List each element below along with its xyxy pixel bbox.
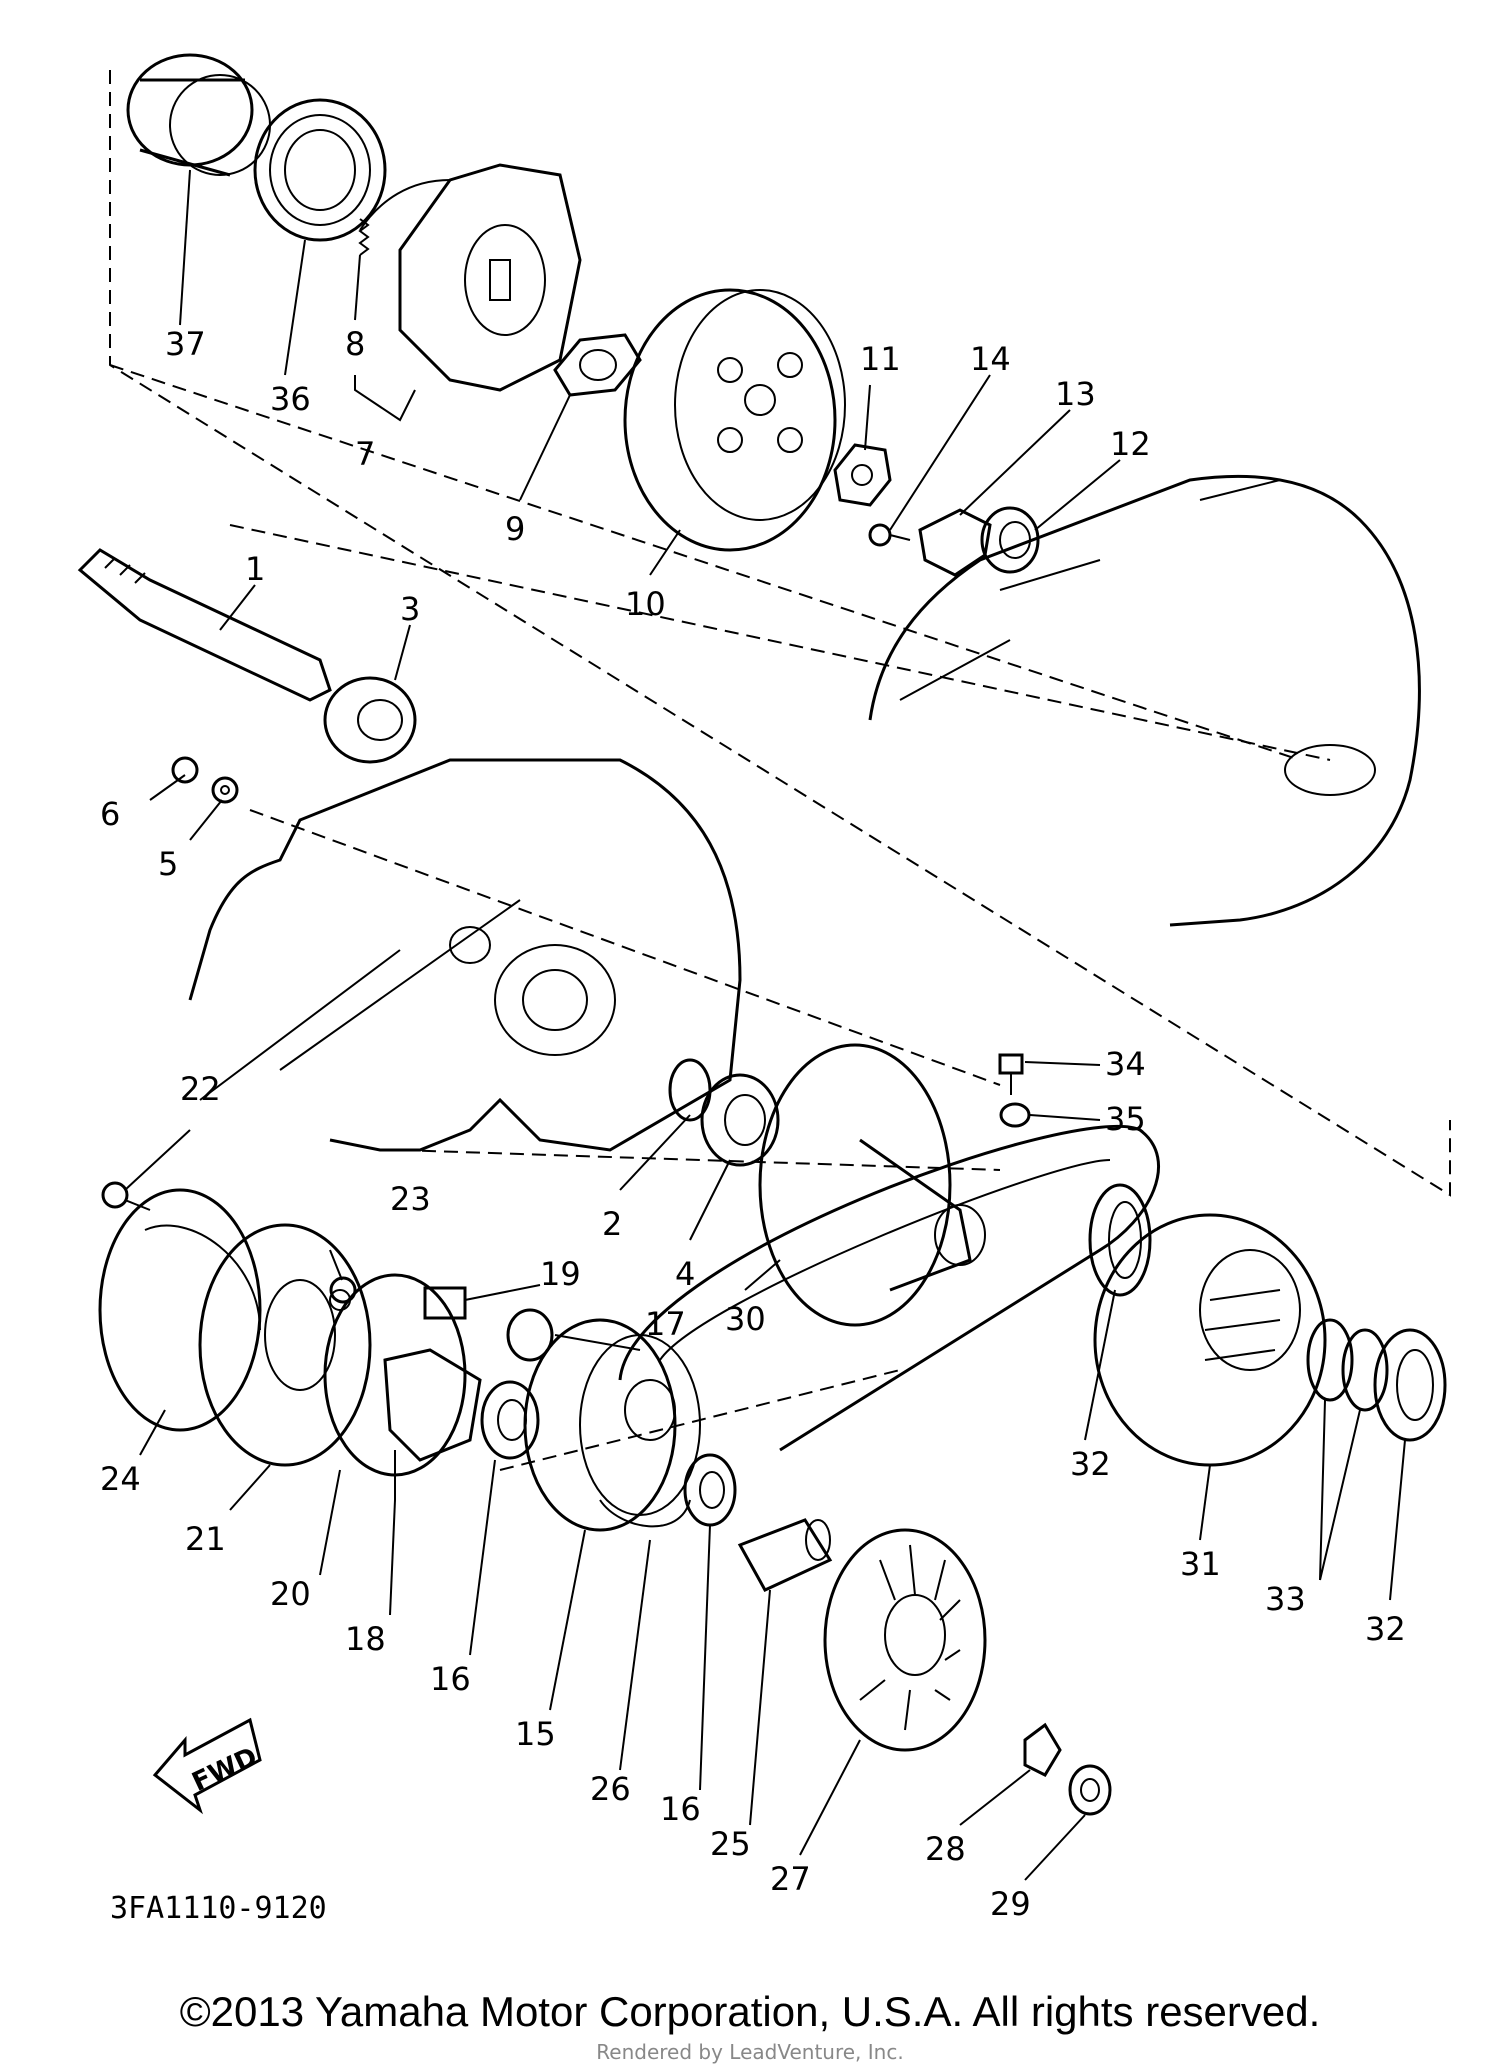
label-35: 35 bbox=[1105, 1100, 1146, 1138]
label-11: 11 bbox=[860, 340, 901, 378]
leader-lines bbox=[124, 169, 1406, 1881]
label-24: 24 bbox=[100, 1460, 141, 1498]
label-28: 28 bbox=[925, 1830, 966, 1868]
fwd-label: FWD bbox=[188, 1742, 262, 1798]
part-1-shaft bbox=[77, 548, 332, 702]
rendered-by-watermark: Rendered by LeadVenture, Inc. bbox=[596, 2040, 904, 2064]
part-13-plate bbox=[918, 508, 992, 577]
label-36: 36 bbox=[270, 380, 311, 418]
label-37: 37 bbox=[165, 325, 206, 363]
label-30: 30 bbox=[725, 1300, 766, 1338]
part-labels: 37 36 8 7 9 10 11 14 13 12 1 3 6 5 34 35… bbox=[100, 325, 1406, 1923]
part-6-bolt bbox=[171, 756, 199, 784]
label-7: 7 bbox=[355, 435, 375, 473]
label-20: 20 bbox=[270, 1575, 311, 1613]
part-26-weights bbox=[599, 1499, 691, 1528]
part-20-o-ring bbox=[323, 1273, 467, 1477]
part-3-bearing bbox=[323, 676, 417, 764]
drawing-code: 3FA1110-9120 bbox=[110, 1891, 327, 1926]
part-18-primary-sheave-plate bbox=[383, 1348, 482, 1500]
label-1: 1 bbox=[245, 550, 265, 588]
label-23: 23 bbox=[390, 1180, 431, 1218]
part-32-oil-seal-lower bbox=[1373, 1328, 1447, 1442]
label-2: 2 bbox=[602, 1205, 622, 1243]
part-14-screw bbox=[868, 523, 911, 547]
label-25: 25 bbox=[710, 1825, 751, 1863]
part-31-fixed-sheave bbox=[1093, 1213, 1327, 1467]
label-27: 27 bbox=[770, 1860, 811, 1898]
part-25-spacer bbox=[737, 1518, 833, 1592]
copyright-notice: ©2013 Yamaha Motor Corporation, U.S.A. A… bbox=[179, 1988, 1321, 2035]
label-31: 31 bbox=[1180, 1545, 1221, 1583]
part-30-secondary-sheave bbox=[758, 1043, 986, 1327]
part-4-oil-seal bbox=[700, 1073, 780, 1167]
label-21: 21 bbox=[185, 1520, 226, 1558]
label-5: 5 bbox=[158, 845, 178, 883]
crankcase bbox=[188, 758, 742, 1152]
label-9: 9 bbox=[505, 510, 525, 548]
label-10: 10 bbox=[625, 585, 666, 623]
part-8-small-spring bbox=[358, 218, 370, 256]
label-34: 34 bbox=[1105, 1045, 1146, 1083]
part-35-collar bbox=[999, 1102, 1031, 1128]
label-12: 12 bbox=[1110, 425, 1151, 463]
part-7-clutch-carrier bbox=[359, 163, 582, 392]
part-22-bolt bbox=[101, 1181, 151, 1211]
fwd-arrow-icon: FWD bbox=[152, 1717, 262, 1815]
part-15-primary-sliding-sheave bbox=[523, 1318, 701, 1532]
crankcase-cover bbox=[868, 474, 1421, 927]
part-17-roller bbox=[506, 1308, 554, 1362]
label-32-lower: 32 bbox=[1365, 1610, 1406, 1648]
part-11-nut bbox=[833, 443, 892, 507]
part-37-outer-cylinder bbox=[126, 53, 271, 177]
part-28-washer bbox=[1023, 1722, 1062, 1777]
label-16-right: 16 bbox=[660, 1790, 701, 1828]
label-15: 15 bbox=[515, 1715, 556, 1753]
label-4: 4 bbox=[675, 1255, 695, 1293]
label-33: 33 bbox=[1265, 1580, 1306, 1618]
assembly-guide-lines bbox=[109, 70, 1451, 1471]
label-19: 19 bbox=[540, 1255, 581, 1293]
part-32-oil-seal-upper bbox=[1088, 1183, 1152, 1297]
label-14: 14 bbox=[970, 340, 1011, 378]
label-26: 26 bbox=[590, 1770, 631, 1808]
part-21-cam-plate bbox=[198, 1223, 372, 1467]
label-32-upper: 32 bbox=[1070, 1445, 1111, 1483]
label-17: 17 bbox=[645, 1305, 686, 1343]
part-10-clutch-housing bbox=[623, 288, 846, 552]
label-29: 29 bbox=[990, 1885, 1031, 1923]
part-16-collar-right bbox=[683, 1453, 737, 1527]
part-23-screw bbox=[329, 1276, 357, 1304]
v-belt bbox=[618, 1124, 1160, 1452]
part-19-slider bbox=[423, 1286, 467, 1320]
part-27-fixed-sheave-fan bbox=[823, 1528, 987, 1752]
part-24-cover bbox=[98, 1188, 262, 1432]
part-29-nut bbox=[1068, 1764, 1112, 1816]
label-6: 6 bbox=[100, 795, 120, 833]
label-8: 8 bbox=[345, 325, 365, 363]
label-18: 18 bbox=[345, 1620, 386, 1658]
label-13: 13 bbox=[1055, 375, 1096, 413]
label-16-left: 16 bbox=[430, 1660, 471, 1698]
part-33-o-rings bbox=[1306, 1318, 1389, 1412]
part-34-bolt bbox=[998, 1053, 1024, 1095]
part-12-bearing bbox=[980, 506, 1040, 574]
part-36-spring bbox=[253, 98, 387, 242]
label-22: 22 bbox=[180, 1070, 221, 1108]
part-5-washer bbox=[211, 776, 239, 804]
label-3: 3 bbox=[400, 590, 420, 628]
